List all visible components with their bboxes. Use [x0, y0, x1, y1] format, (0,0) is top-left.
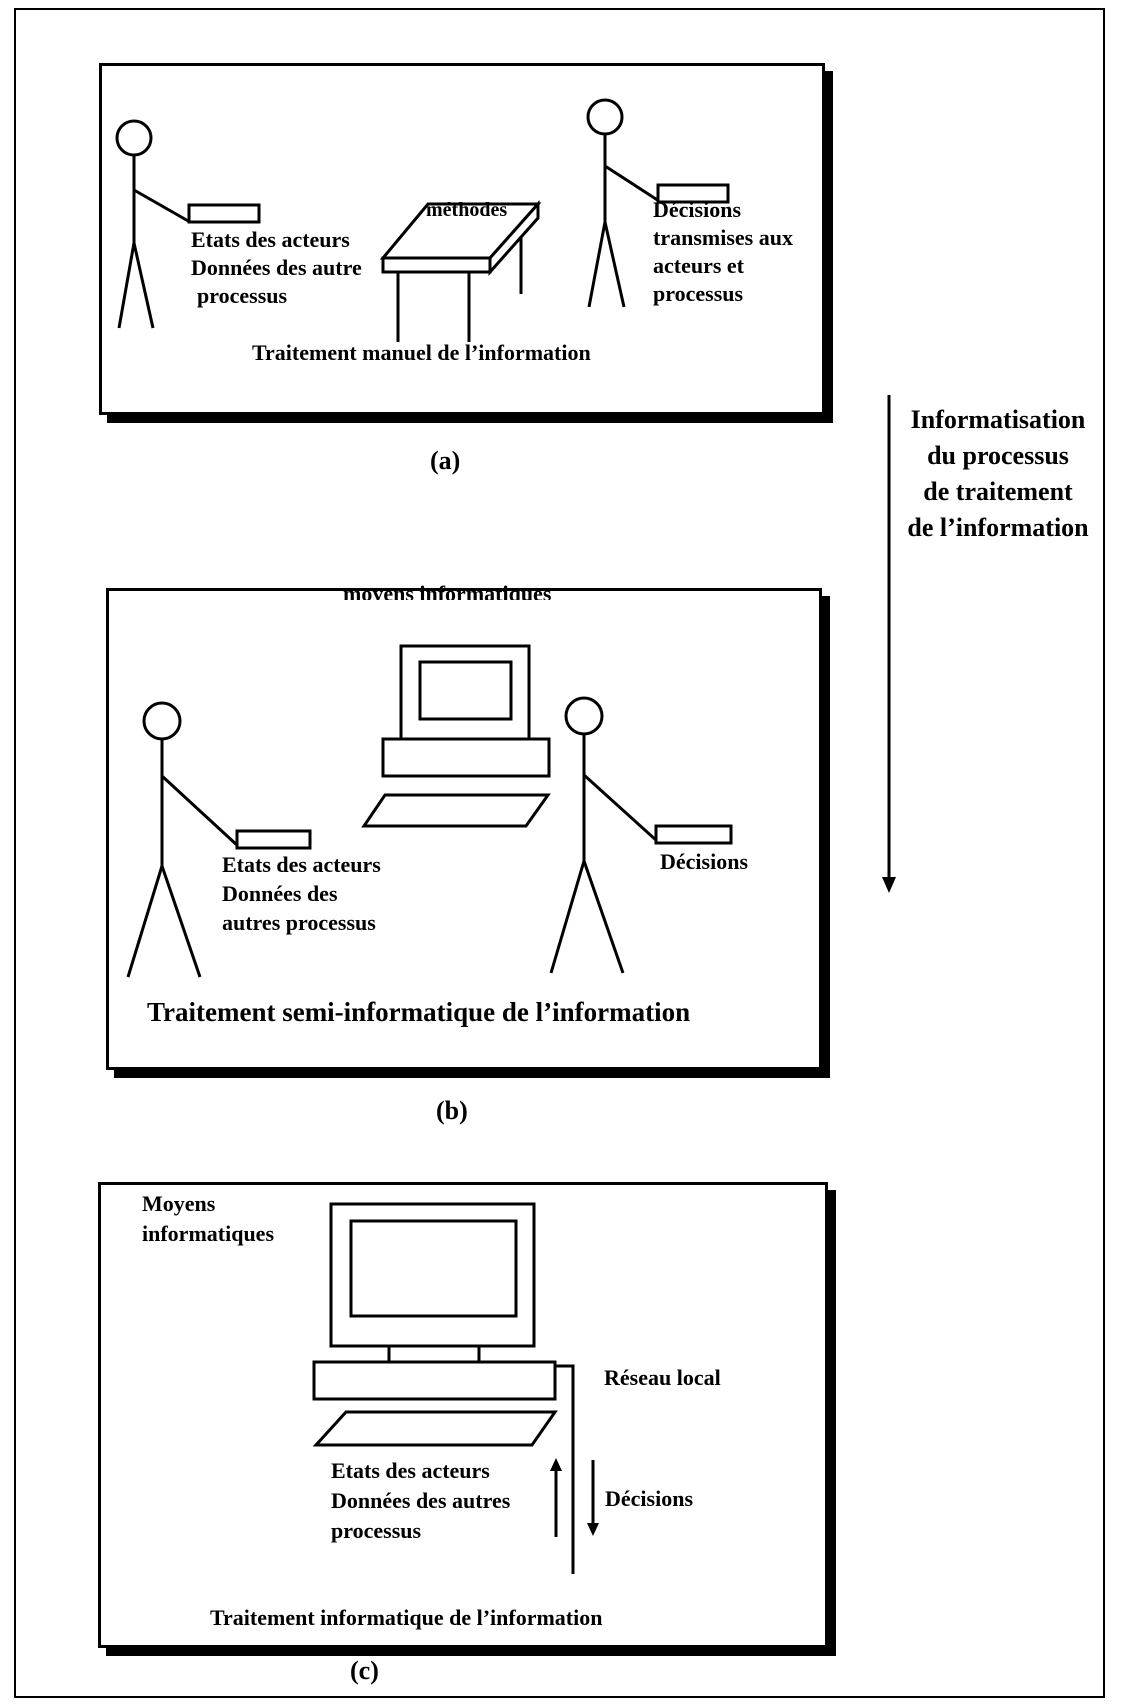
side-label-line-1: Informatisation	[910, 405, 1086, 434]
side-label-line-2: du processus	[927, 441, 1069, 470]
side-label-computerization: Informatisation du processus de traiteme…	[893, 402, 1103, 546]
input-label-data-c: Données des autres	[331, 1488, 511, 1513]
top-label-computing-means-c-1: Moyens	[142, 1191, 216, 1216]
panel-manual-processing	[99, 63, 825, 415]
footer-semi-computerized: Traitement semi-informatique de l’inform…	[147, 997, 691, 1027]
stick-figure-right-a	[586, 98, 730, 308]
footer-computerized: Traitement informatique de l’information	[210, 1605, 603, 1630]
page-frame	[14, 8, 1105, 1698]
input-arrow-up	[550, 1458, 562, 1537]
output-label-2-a: transmises aux	[653, 225, 793, 250]
top-label-computing-means-b: moyens informatiques	[343, 581, 552, 600]
stick-figure-right-b	[549, 696, 733, 974]
input-label-data-a: Données des autre	[191, 255, 362, 280]
output-arrow-down	[587, 1460, 599, 1536]
network-label: Réseau local	[604, 1365, 721, 1390]
computer-icon-b	[361, 644, 551, 828]
stick-figure-left-b	[126, 701, 312, 978]
input-label-data-b: Données des	[222, 881, 338, 906]
output-label-decisions-b: Décisions	[660, 849, 748, 874]
caption-a: (a)	[430, 446, 461, 475]
caption-c: (c)	[350, 1656, 379, 1685]
input-label-processes-b: autres processus	[222, 910, 376, 935]
computer-icon-c	[312, 1202, 558, 1447]
caption-b: (b)	[436, 1096, 468, 1125]
network-cable-c	[555, 1364, 575, 1574]
side-label-line-4: de l’information	[907, 513, 1089, 542]
progression-arrow	[882, 395, 896, 893]
input-label-processes-a: processus	[197, 283, 288, 308]
output-label-3-a: acteurs et	[653, 253, 745, 278]
input-label-states-c: Etats des acteurs	[331, 1458, 490, 1483]
footer-manual: Traitement manuel de l’information	[252, 340, 591, 365]
input-label-processes-c: processus	[331, 1518, 422, 1543]
top-label-computing-means-c-2: informatiques	[142, 1221, 274, 1246]
stick-figure-left-a	[115, 119, 261, 329]
output-label-4-a: processus	[653, 281, 744, 306]
input-label-states-b: Etats des acteurs	[222, 852, 381, 877]
table-label-methods: méthodes	[426, 199, 508, 221]
table-icon-a	[379, 200, 542, 342]
input-label-states-a: Etats des acteurs	[191, 227, 350, 252]
output-label-decisions-c: Décisions	[605, 1486, 693, 1511]
side-label-line-3: de traitement	[923, 477, 1073, 506]
output-label-1-a: Décisions	[653, 197, 741, 222]
